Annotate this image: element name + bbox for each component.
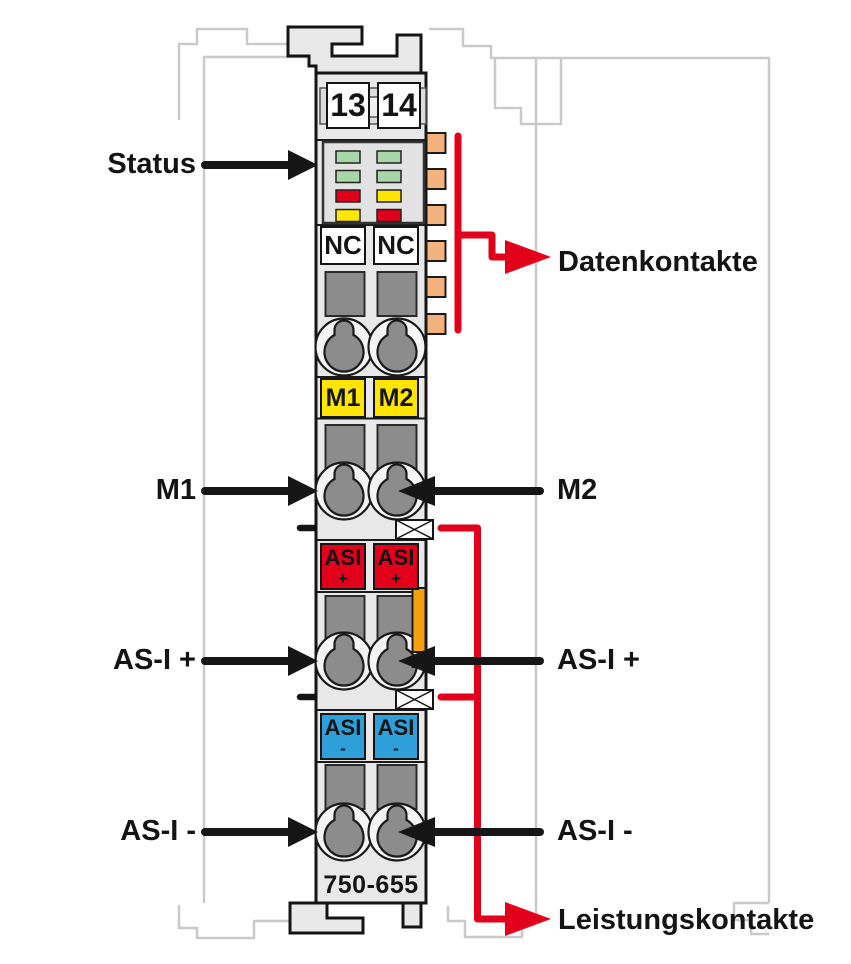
m1-marker-box: M1 (320, 378, 366, 418)
led (335, 189, 361, 203)
data-contact (425, 276, 447, 298)
m1-label: M1 (155, 474, 196, 506)
data-contact (425, 240, 447, 262)
part-number: 750-655 (323, 871, 419, 899)
status-label: Status (107, 148, 196, 180)
bottom-right-tab (401, 901, 423, 929)
status-arrowhead-icon (288, 150, 318, 180)
asi-plus-marker-box: ASI + (320, 543, 366, 590)
status-led-block (321, 140, 426, 225)
asi-minus-sign: - (393, 738, 399, 758)
cage-clamp (367, 317, 427, 377)
power-jumper-symbol (395, 519, 434, 540)
asi-plus-left-label: AS-I + (113, 644, 196, 676)
cage-clamp (314, 317, 374, 377)
m1-arrowhead-icon (288, 476, 318, 506)
asi-minus-word: ASI (377, 714, 415, 740)
data-contact (425, 168, 447, 190)
nc-marker-left: NC (320, 226, 366, 265)
ghost-right-notch (493, 58, 563, 126)
asi-minus-left-label: AS-I - (120, 815, 196, 847)
asi-plus-marker-box: ASI + (373, 543, 419, 590)
data-contacts (425, 132, 447, 335)
asi-minus-sign: - (340, 738, 346, 758)
leistungskontakte-arrowhead-icon (505, 902, 551, 936)
bottom-release-tab (288, 901, 365, 935)
wire-entry (324, 764, 366, 810)
datenkontakte-arrow-line (454, 231, 511, 261)
nc-marker-right: NC (373, 226, 419, 265)
asi-plus-left-arrowhead-icon (288, 646, 318, 676)
power-jumper-symbol (395, 689, 434, 710)
ghost-left-edge (202, 55, 311, 903)
leistungskontakte-label: Leistungskontakte (558, 904, 815, 936)
red-annotations (437, 132, 551, 936)
asi-minus-left-arrowhead-icon (288, 817, 318, 847)
datenkontakte-arrowhead-icon (505, 240, 551, 274)
led (335, 208, 361, 223)
led (335, 169, 361, 184)
led (376, 150, 402, 164)
m2-arrowhead-icon (398, 476, 435, 506)
cage-clamp-m1 (314, 461, 374, 521)
led (376, 208, 402, 223)
asi-plus-word: ASI (324, 544, 362, 570)
ghost-bottom-right-foot (732, 901, 769, 936)
asi-plus-sign: + (338, 568, 348, 588)
asi-plus-sign: + (391, 568, 401, 588)
asi-plus-right-label: AS-I + (557, 644, 640, 676)
asi-minus-word: ASI (324, 714, 362, 740)
led (376, 189, 402, 203)
cage-clamp-asi-plus (314, 631, 374, 691)
asi-plus-word: ASI (377, 544, 415, 570)
top-mounting-hook (286, 25, 423, 76)
data-contact (425, 313, 447, 335)
data-contact (425, 132, 447, 154)
terminal-number-14: 14 (377, 82, 421, 129)
wire-entry-contacts (324, 271, 418, 810)
datenkontakte-label: Datenkontakte (558, 246, 758, 278)
leistungskontakte-line (437, 524, 511, 923)
asi-minus-marker-box: ASI - (320, 713, 366, 760)
ghost-right-neighbor (429, 27, 538, 879)
led (376, 169, 402, 184)
m2-marker-box: M2 (373, 378, 419, 418)
wire-entry (324, 271, 366, 317)
power-contact-blade (411, 587, 427, 653)
m2-label: M2 (557, 474, 598, 506)
cage-clamp-asi-minus (314, 802, 374, 862)
adjacent-module-ghost-outlines (177, 27, 771, 940)
data-contact (425, 204, 447, 226)
wire-entry (376, 271, 418, 317)
asi-minus-right-arrowhead-icon (398, 817, 435, 847)
asi-minus-marker-box: ASI - (373, 713, 419, 760)
ghost-far-right-edge (536, 56, 771, 903)
power-jumper-symbols (296, 519, 434, 710)
led (335, 150, 361, 164)
asi-minus-right-label: AS-I - (557, 815, 633, 847)
pointer-arrows (201, 150, 544, 847)
ghost-top-left-hook (177, 27, 311, 120)
asi-plus-right-arrowhead-icon (398, 646, 435, 676)
terminal-number-13: 13 (326, 82, 370, 129)
